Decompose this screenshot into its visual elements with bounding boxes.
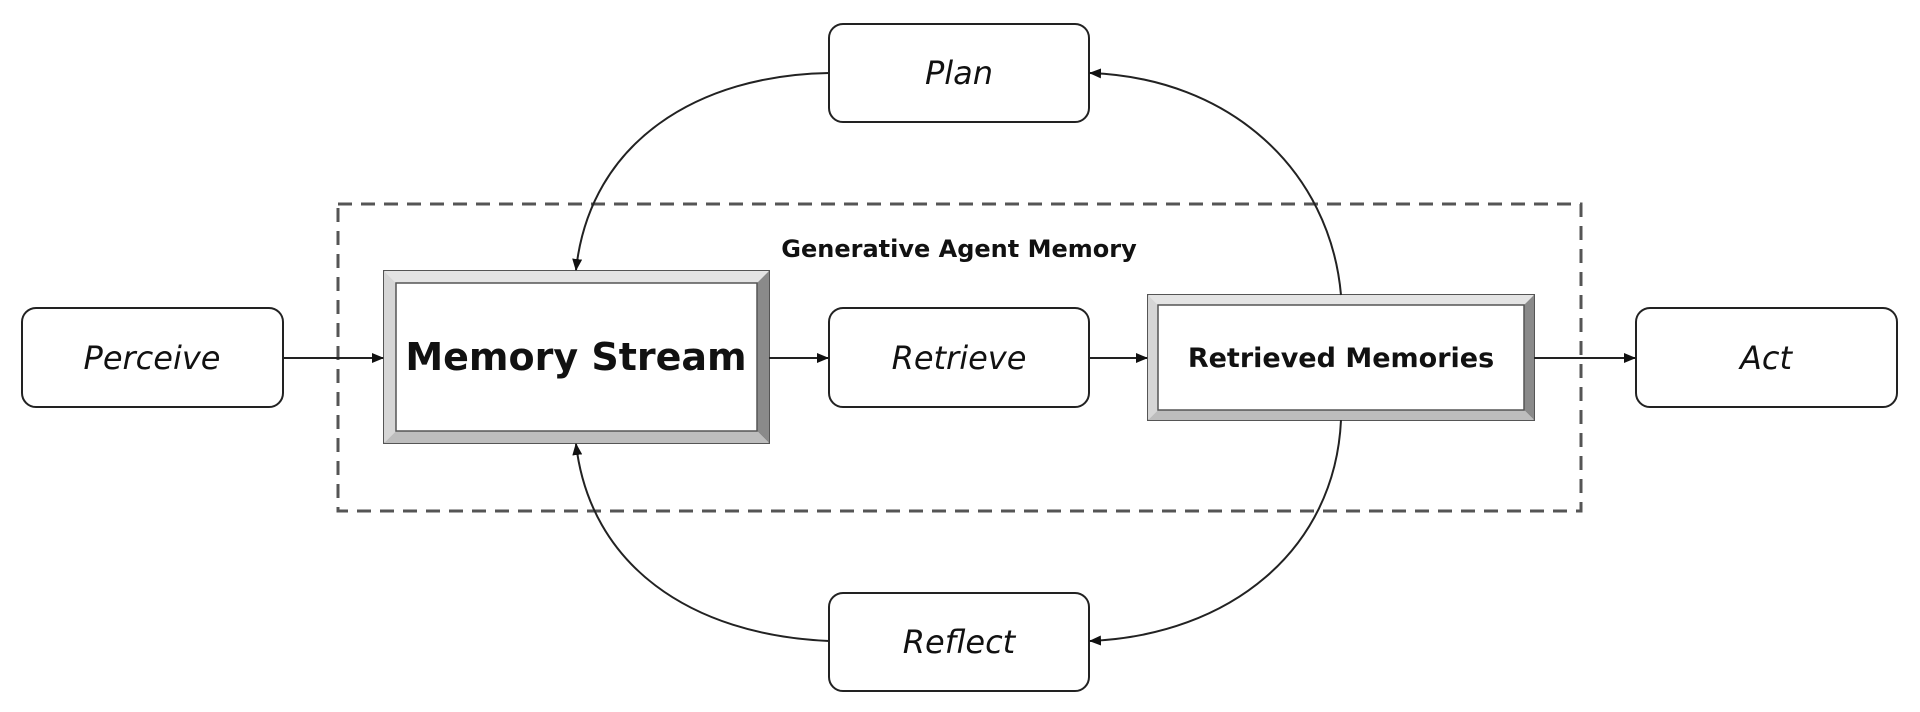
arrow-retrieved-memories-to-reflect (1089, 419, 1342, 646)
memory-stream-node: Memory Stream (383, 270, 770, 444)
retrieve-label: Retrieve (892, 339, 1027, 377)
retrieved-memories-node: Retrieved Memories (1147, 294, 1535, 421)
arrow-retrieved-memories-to-plan (1089, 68, 1342, 296)
group-title: Generative Agent Memory (781, 235, 1137, 263)
perceive-label: Perceive (84, 339, 221, 377)
perceive-node: Perceive (21, 307, 284, 408)
plan-label: Plan (925, 54, 993, 92)
arrow-plan-to-memory-stream (572, 72, 830, 271)
reflect-label: Reflect (903, 623, 1017, 661)
retrieve-node: Retrieve (828, 307, 1090, 408)
memory-stream-label: Memory Stream (405, 335, 746, 379)
act-label: Act (1738, 339, 1793, 377)
reflect-node: Reflect (828, 592, 1090, 692)
plan-node: Plan (828, 23, 1090, 123)
act-node: Act (1635, 307, 1898, 408)
retrieved-memories-label: Retrieved Memories (1188, 343, 1494, 374)
arrow-reflect-to-memory-stream (572, 443, 830, 642)
